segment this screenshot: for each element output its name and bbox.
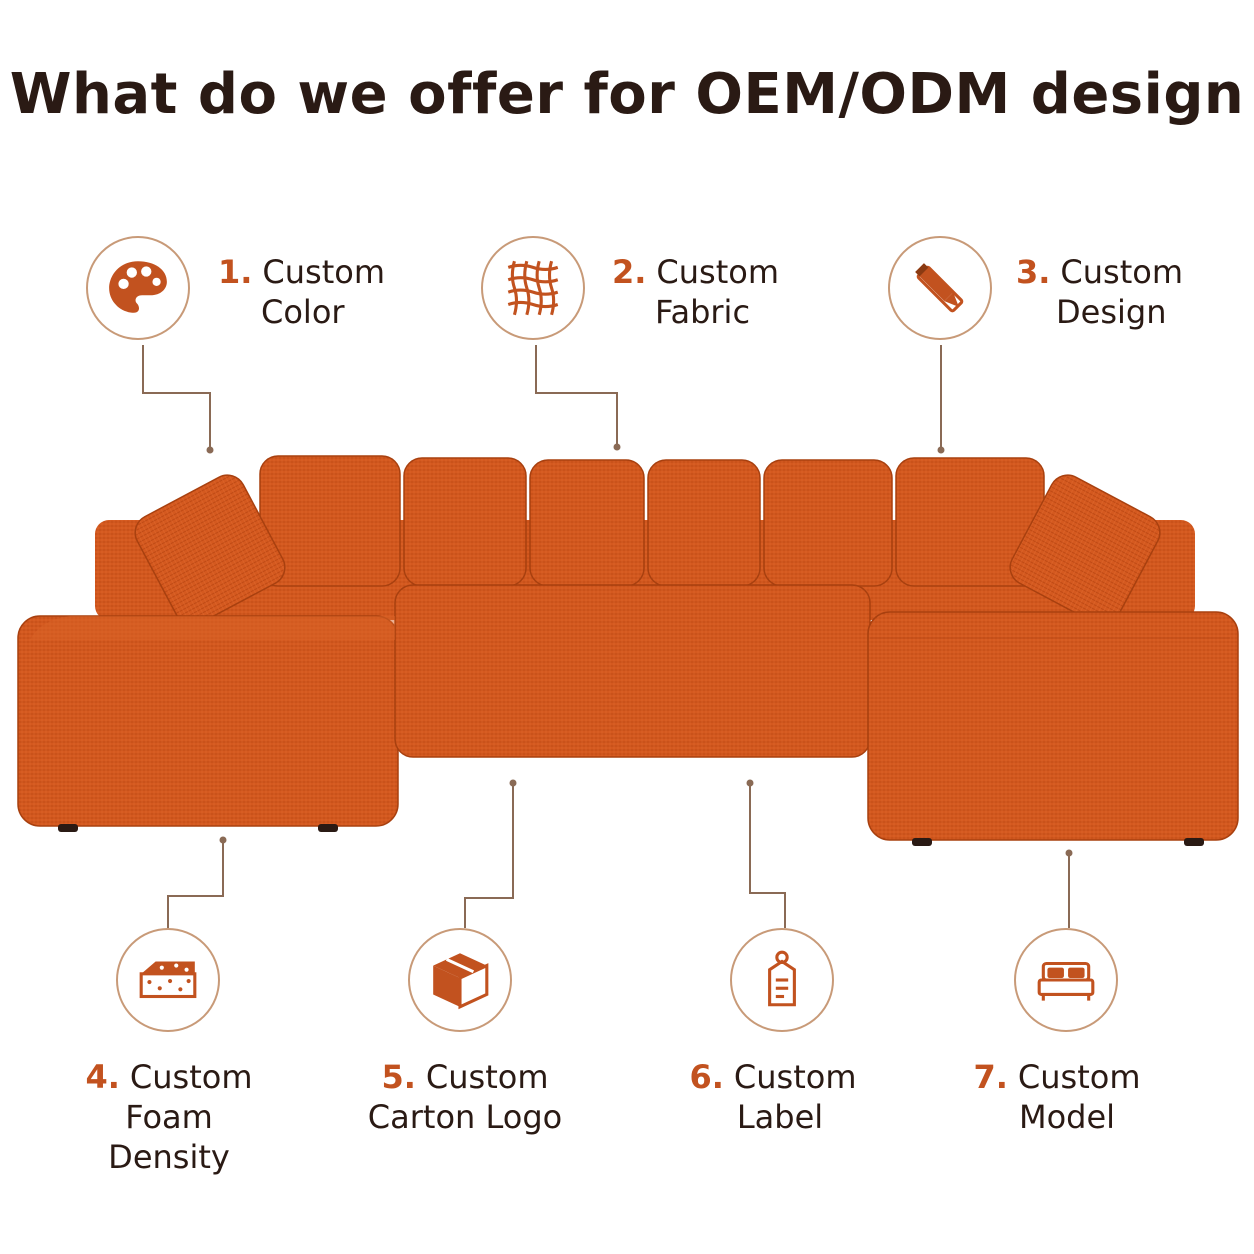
foam-block-icon [139, 961, 197, 999]
feature-3-icon-ring [888, 236, 992, 340]
feature-6-icon-ring [730, 928, 834, 1032]
feature-5-label: 5.Custom Carton Logo [367, 1058, 563, 1136]
feature-3-label: 3.Custom Design [1016, 253, 1184, 331]
feature-7-label: 7.Custom Model [973, 1058, 1141, 1136]
feature-4-icon-ring [116, 928, 220, 1032]
bed-sofa-icon [1037, 961, 1095, 1001]
feature-2-icon-ring [481, 236, 585, 340]
palette-icon [109, 261, 167, 313]
feature-5-icon-ring [408, 928, 512, 1032]
side-pillow [1009, 474, 1161, 626]
feature-6-label: 6.Custom Label [689, 1058, 857, 1136]
feature-4-label: 4.Custom Foam Density [85, 1058, 253, 1176]
tag-label-icon [768, 950, 796, 1007]
page-title: What do we offer for OEM/ODM design [9, 62, 1245, 127]
feature-1-icon-ring [86, 236, 190, 340]
fabric-weave-icon [507, 260, 559, 316]
back-cushion [529, 459, 645, 587]
feature-7-icon-ring [1014, 928, 1118, 1032]
carton-box-icon [433, 953, 489, 1010]
back-cushion [763, 459, 893, 587]
feature-1-label: 1.Custom Color [218, 253, 386, 331]
back-cushion [647, 459, 761, 587]
pencil-ruler-icon [915, 263, 964, 313]
side-pillow [134, 474, 286, 626]
sectional-sofa-image [17, 455, 1239, 846]
back-cushion [403, 457, 527, 587]
feature-2-label: 2.Custom Fabric [612, 253, 780, 331]
